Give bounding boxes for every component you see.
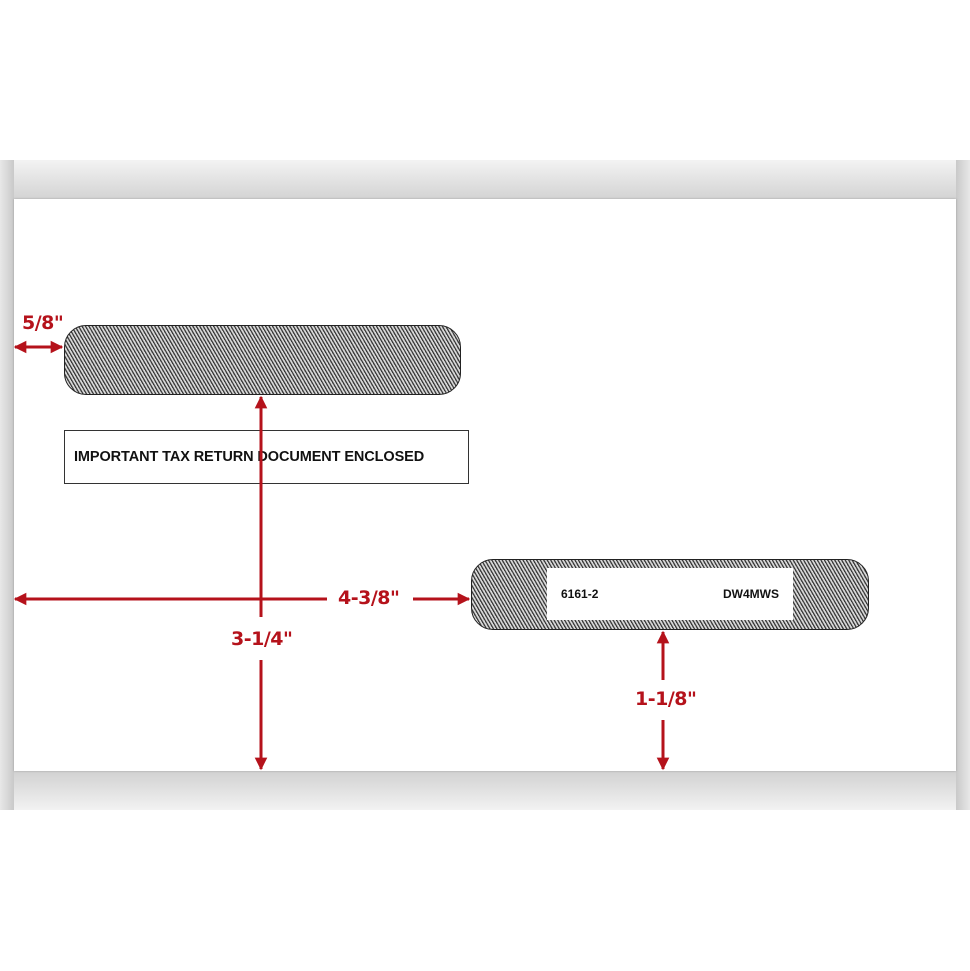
top-window — [64, 325, 461, 395]
product-code: DW4MWS — [723, 587, 779, 601]
envelope — [14, 199, 956, 771]
vertical-dim-2-label: 1-1/8" — [635, 688, 697, 710]
left-margin-label: 5/8" — [22, 312, 64, 334]
bottom-window: 6161-2 DW4MWS — [471, 559, 869, 630]
form-number: 6161-2 — [561, 587, 599, 601]
window-insert: 6161-2 DW4MWS — [547, 568, 793, 620]
tax-notice-text: IMPORTANT TAX RETURN DOCUMENT ENCLOSED — [74, 449, 425, 465]
tax-notice-box: IMPORTANT TAX RETURN DOCUMENT ENCLOSED — [64, 430, 469, 484]
horizontal-dim-label: 4-3/8" — [338, 587, 400, 609]
vertical-dim-1-label: 3-1/4" — [231, 628, 293, 650]
